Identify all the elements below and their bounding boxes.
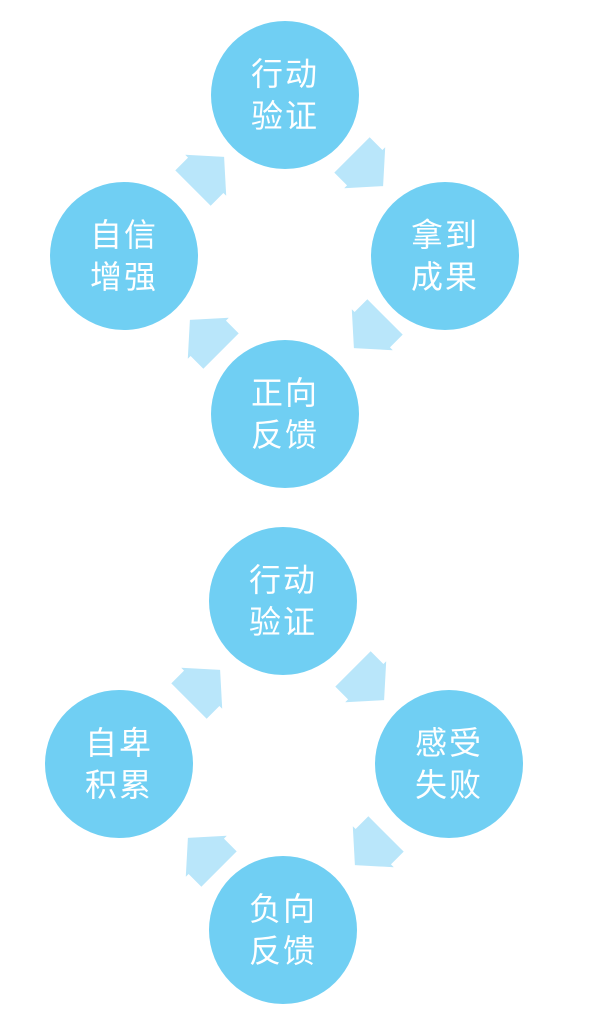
arrow-down-right-icon xyxy=(323,126,405,208)
node-label-line1: 负向 xyxy=(248,890,317,928)
positive-cycle-diagram: 行动 验证 拿到 成果 正向 反馈 自信 增强 xyxy=(0,0,589,510)
node-label-line1: 感受 xyxy=(414,724,483,762)
arrow-up-left-icon xyxy=(168,298,250,380)
node-label-line2: 积累 xyxy=(84,766,153,804)
node-label-line1: 拿到 xyxy=(410,216,479,254)
node-label-line2: 反馈 xyxy=(248,932,317,970)
node-positive-feedback: 正向 反馈 xyxy=(211,340,359,488)
node-label-line1: 自卑 xyxy=(84,724,153,762)
node-inferiority-accumulation: 自卑 积累 xyxy=(45,690,193,838)
node-label-line2: 增强 xyxy=(89,258,158,296)
arrow-down-left-icon xyxy=(332,288,414,370)
node-confidence-boost: 自信 增强 xyxy=(50,182,198,330)
node-action-verify: 行动 验证 xyxy=(211,21,359,169)
node-label-line1: 行动 xyxy=(250,55,319,93)
node-label-line1: 行动 xyxy=(248,561,317,599)
node-get-results: 拿到 成果 xyxy=(371,182,519,330)
node-label-line2: 验证 xyxy=(250,97,319,135)
node-negative-feedback: 负向 反馈 xyxy=(209,856,357,1004)
node-label-line2: 验证 xyxy=(248,603,317,641)
node-label-line2: 成果 xyxy=(410,258,479,296)
arrow-up-right-icon xyxy=(164,135,246,217)
node-label-line1: 自信 xyxy=(89,216,158,254)
node-feel-failure: 感受 失败 xyxy=(375,690,523,838)
node-label-line2: 反馈 xyxy=(250,416,319,454)
arrow-down-right-icon xyxy=(324,640,406,722)
node-action-verify: 行动 验证 xyxy=(209,527,357,675)
node-label-line1: 正向 xyxy=(250,374,319,412)
arrow-up-left-icon xyxy=(166,816,248,898)
negative-cycle-diagram: 行动 验证 感受 失败 负向 反馈 自卑 积累 xyxy=(0,510,589,1030)
arrow-up-right-icon xyxy=(160,648,242,730)
arrow-down-left-icon xyxy=(333,805,415,887)
node-label-line2: 失败 xyxy=(414,766,483,804)
